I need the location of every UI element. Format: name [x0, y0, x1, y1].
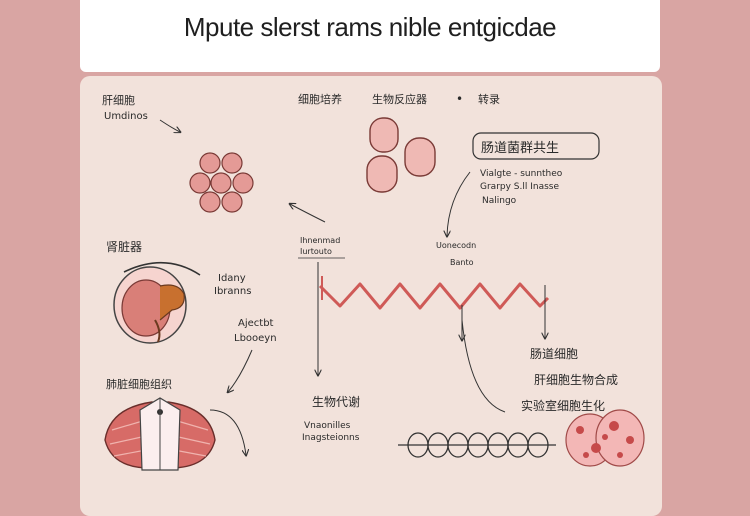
label-top-left-en: Umdinos: [104, 111, 148, 122]
label-right-cn-3: 肝细胞生物合成: [534, 372, 618, 387]
boxed-label-frame: [472, 132, 600, 160]
arrow-down-right: [447, 171, 471, 236]
label-top-center-dot: •: [456, 92, 463, 106]
label-top-left-cn: 肝细胞: [102, 94, 135, 107]
label-mid-right-2: Banto: [450, 258, 474, 267]
label-top-right-cn: 转录: [478, 92, 500, 106]
label-right-en-3: Nalingo: [482, 196, 517, 206]
label-top-center-cn: 细胞培养: [298, 92, 342, 106]
kidney-label-1: Idany: [218, 273, 246, 284]
curve-mid-lower: [461, 319, 506, 413]
kidney-label-4: Lbooeyn: [234, 333, 277, 344]
kidney-label-2: Ibranns: [214, 286, 251, 297]
three-cells-icon: [366, 117, 436, 193]
arrow-to-cells: [290, 204, 326, 223]
label-right-cn-2: 肠道细胞: [530, 347, 578, 361]
page-title: Mpute slerst rams nible entgicdae: [183, 12, 557, 42]
label-left-cn-2: 肾脏器: [106, 239, 142, 254]
kidney-organ-icon: [113, 261, 201, 344]
label-left-cn-3: 肺脏细胞组织: [106, 377, 172, 391]
label-bottom-cn: 生物代谢: [312, 394, 360, 409]
label-mid-left-2: Iurtouto: [300, 247, 332, 256]
label-mid-left-1: Ihnenmad: [300, 236, 340, 245]
label-right-cn-4: 实验室细胞生化: [521, 398, 605, 413]
label-top-center-cn2: 生物反应器: [372, 92, 427, 106]
kidney-label-3: Ajectbt: [238, 318, 274, 329]
spotted-cells-icon: [565, 409, 645, 467]
arrow-lung-curve: [209, 409, 246, 455]
label-bottom-en-1: Vnaonilles: [304, 421, 351, 431]
arrow-top-left: [159, 119, 180, 132]
label-right-en-2: Grarpy S.ll Inasse: [480, 182, 559, 192]
title-bar: Mpute slerst rams nible entgicdae: [80, 0, 660, 72]
label-bottom-en-2: Inagsteionns: [302, 433, 360, 443]
arrow-to-lungs: [228, 349, 253, 392]
molecule-chain-icon: [398, 432, 556, 458]
label-mid-right-1: Uonecodn: [436, 241, 476, 250]
cell-cluster-icon: [189, 152, 254, 213]
zigzag-wave: [318, 282, 550, 310]
label-right-en-1: Vialgte - sunntheo: [480, 169, 563, 179]
boxed-label: 肠道菌群共生: [481, 141, 559, 156]
lungs-organ-icon: [104, 397, 216, 471]
diagram-canvas: 肝细胞 Umdinos 细胞培养 生物反应器 • 转录 肠道菌群共生 Vialg…: [102, 92, 645, 471]
